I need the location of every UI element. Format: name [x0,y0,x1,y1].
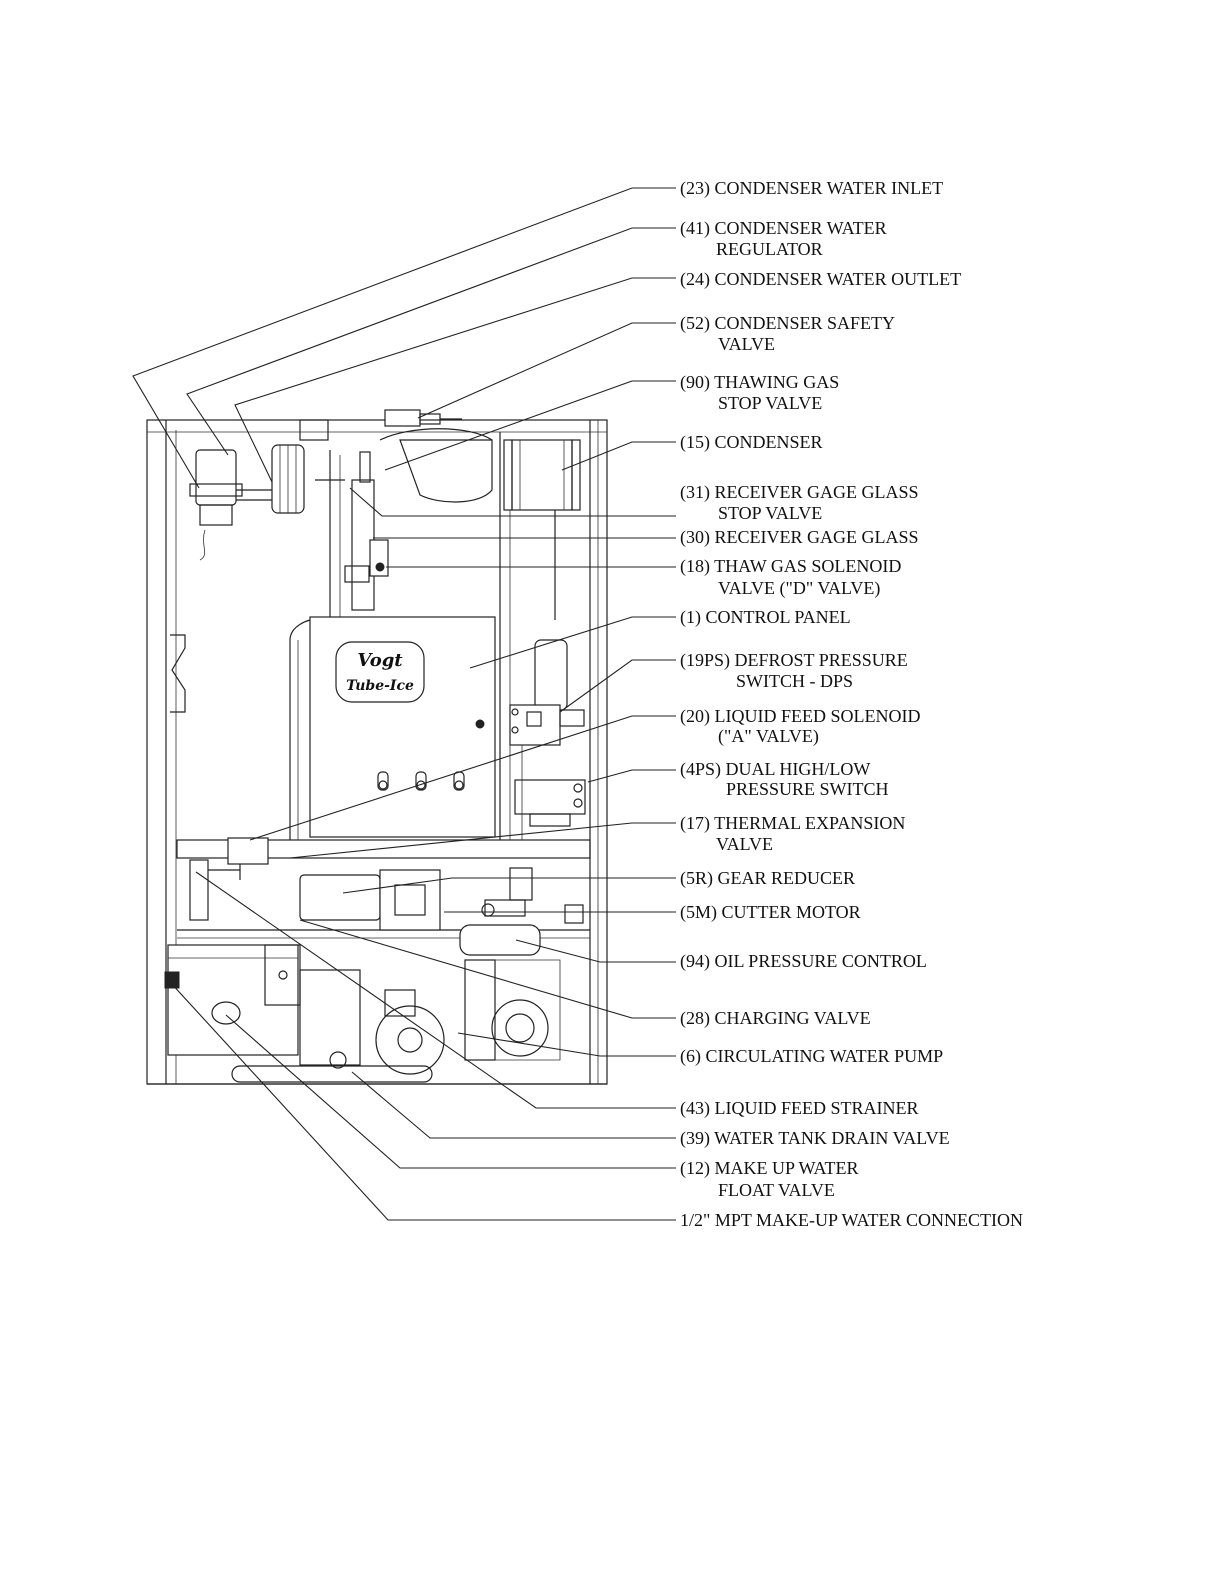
leader-17 [289,822,676,859]
leader-94 [515,939,676,963]
leader-43 [195,871,676,1109]
condenser-drawing [499,432,581,840]
callout-23: (23) CONDENSER WATER INLET [680,178,943,199]
leader-mpt [169,981,676,1221]
leader-28 [299,919,676,1019]
logo-text-vogt: Vogt [357,650,403,671]
callout-31: (31) RECEIVER GAGE GLASS [680,482,919,503]
callout-18: (18) THAW GAS SOLENOID [680,556,901,577]
callout-12-line2: FLOAT VALVE [718,1180,835,1200]
leader-90 [384,380,676,471]
leader-31 [349,487,676,517]
callout-41-line2: REGULATOR [716,239,823,259]
callout-1: (1) CONTROL PANEL [680,607,851,628]
condenser-water-regulator-drawing [189,419,329,561]
leader-41 [186,227,676,456]
safety-valve-drawing [379,409,493,441]
callout-20: (20) LIQUID FEED SOLENOID [680,706,920,727]
callout-4ps: (4PS) DUAL HIGH/LOW [680,759,870,780]
callout-39: (39) WATER TANK DRAIN VALVE [680,1128,950,1149]
callout-94: (94) OIL PRESSURE CONTROL [680,951,927,972]
leader-20 [249,715,676,841]
callout-19ps-line2: SWITCH - DPS [736,671,853,691]
callout-17: (17) THERMAL EXPANSION [680,813,905,834]
callout-5r: (5R) GEAR REDUCER [680,868,855,889]
leader-1 [469,616,676,669]
callout-17-line2: VALVE [716,834,773,854]
pressure-switches-drawing [509,639,586,840]
leader-4ps [587,769,676,783]
leader-lines [132,187,676,1221]
callout-30: (30) RECEIVER GAGE GLASS [680,527,919,548]
leader-23 [132,187,676,489]
leader-12 [225,1014,676,1169]
callout-24: (24) CONDENSER WATER OUTLET [680,269,961,290]
callout-52: (52) CONDENSER SAFETY [680,313,895,334]
callout-labels: (23) CONDENSER WATER INLET (41) CONDENSE… [680,178,1023,1230]
leader-6 [457,1032,676,1057]
callout-mpt: 1/2" MPT MAKE-UP WATER CONNECTION [680,1210,1023,1230]
callout-19ps: (19PS) DEFROST PRESSURE [680,650,908,671]
leader-39 [351,1071,676,1139]
callout-28: (28) CHARGING VALVE [680,1008,871,1029]
leader-52 [417,322,676,419]
lower-machinery-drawing [164,837,584,1083]
callout-41: (41) CONDENSER WATER [680,218,887,239]
logo-text-tube-ice: Tube-Ice [346,678,414,694]
callout-31-line2: STOP VALVE [718,503,822,523]
callout-4ps-line2: PRESSURE SWITCH [726,779,889,799]
callout-5m: (5M) CUTTER MOTOR [680,902,861,923]
callout-6: (6) CIRCULATING WATER PUMP [680,1046,943,1067]
control-panel-drawing: Vogt Tube-Ice [289,616,496,840]
callout-15: (15) CONDENSER [680,432,823,453]
leader-5r [342,877,676,894]
callout-52-line2: VALVE [718,334,775,354]
callout-12: (12) MAKE UP WATER [680,1158,859,1179]
leader-24 [234,277,676,483]
callout-90: (90) THAWING GAS [680,372,839,393]
leader-15 [561,441,676,471]
callout-43: (43) LIQUID FEED STRAINER [680,1098,918,1119]
callout-90-line2: STOP VALVE [718,393,822,413]
leader-19ps [559,659,676,713]
receiver-drawing [315,439,493,620]
machine-drawing: Vogt Tube-Ice [146,409,608,1085]
callout-18-line2: VALVE ("D" VALVE) [718,578,880,599]
callout-20-line2: ("A" VALVE) [718,726,819,747]
